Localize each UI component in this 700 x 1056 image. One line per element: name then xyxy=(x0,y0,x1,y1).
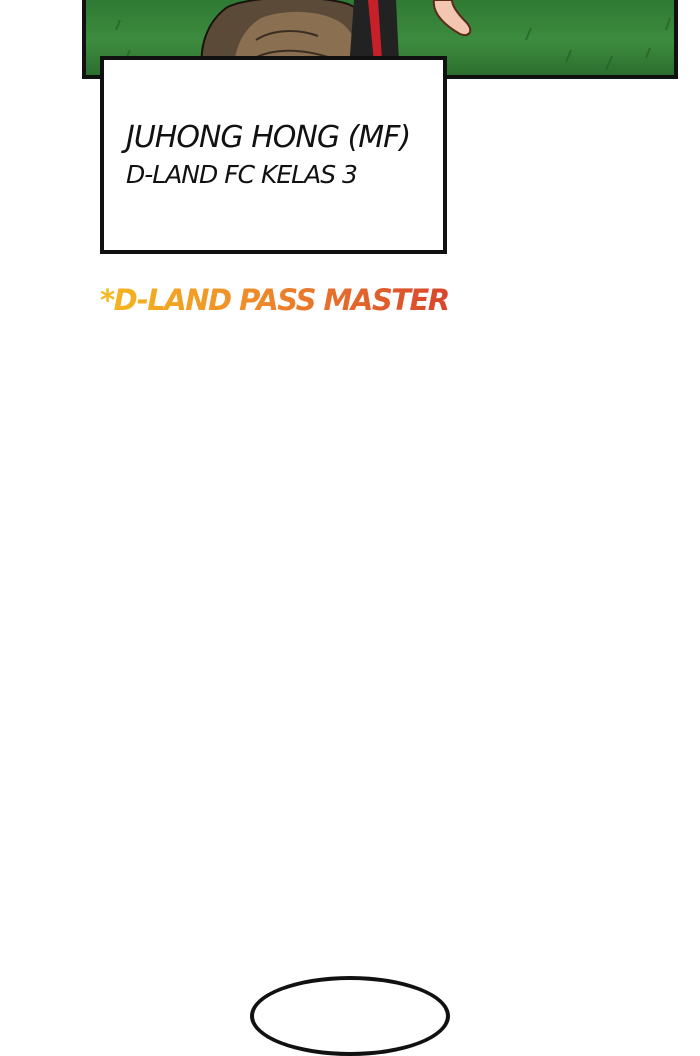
player-name: JUHONG HONG (MF) xyxy=(126,120,411,155)
player-title-tag: *D-LAND PASS MASTER xyxy=(100,283,450,317)
speech-bubble-edge xyxy=(250,976,450,1056)
caption-box: JUHONG HONG (MF) D-LAND FC KELAS 3 xyxy=(100,56,447,254)
player-team: D-LAND FC KELAS 3 xyxy=(126,160,358,189)
